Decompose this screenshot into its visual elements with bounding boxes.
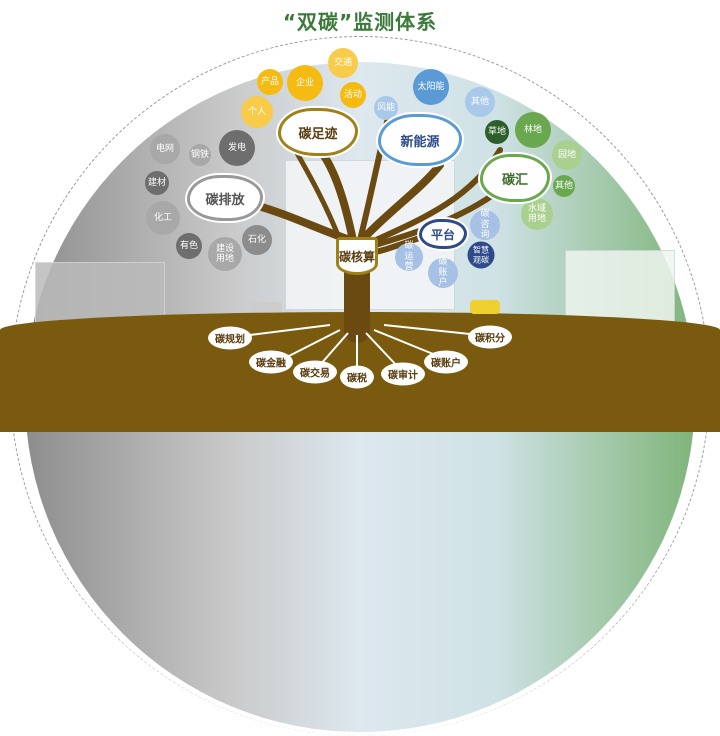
taxi bbox=[470, 300, 500, 314]
root-tax: 碳税 bbox=[340, 365, 374, 389]
node-enterprise: 企业 bbox=[287, 65, 323, 101]
node-chemical: 化工 bbox=[146, 201, 180, 235]
root-planning: 碳规划 bbox=[208, 326, 252, 350]
node-account: 碳账户 bbox=[428, 257, 458, 288]
cloud-emission: 碳排放 bbox=[187, 175, 263, 221]
cloud-new-energy: 新能源 bbox=[378, 114, 462, 166]
node-building-material: 建材 bbox=[145, 171, 169, 195]
root-account: 碳账户 bbox=[424, 350, 468, 374]
branch bbox=[358, 161, 444, 244]
node-construction-land: 建设用地 bbox=[208, 237, 242, 271]
dashboard-screenshot-right bbox=[565, 250, 675, 325]
root-lines bbox=[249, 324, 471, 370]
root-points: 碳积分 bbox=[468, 325, 512, 349]
node-grid: 电网 bbox=[150, 134, 180, 164]
car bbox=[250, 302, 282, 312]
root-trading: 碳交易 bbox=[293, 360, 337, 384]
node-consulting: 碳咨询 bbox=[470, 209, 500, 240]
node-traffic: 交通 bbox=[328, 48, 358, 78]
node-energy-other: 其他 bbox=[465, 87, 495, 117]
node-forest: 林地 bbox=[515, 112, 551, 148]
node-activity: 活动 bbox=[340, 82, 366, 108]
node-wind: 风能 bbox=[374, 96, 398, 120]
core-accounting: 碳核算 bbox=[336, 237, 378, 275]
branch bbox=[316, 146, 359, 254]
node-smart-observe: 智慧观碳 bbox=[467, 241, 495, 269]
node-solar: 太阳能 bbox=[413, 69, 449, 105]
node-product: 产品 bbox=[257, 69, 283, 95]
node-power: 发电 bbox=[219, 130, 255, 166]
node-individual: 个人 bbox=[241, 96, 273, 128]
node-petrochemical: 石化 bbox=[242, 225, 272, 255]
node-operation: 碳运营 bbox=[395, 241, 423, 272]
node-nonferrous: 有色 bbox=[176, 233, 202, 259]
cloud-platform: 平台 bbox=[419, 219, 467, 249]
node-sink-other: 其他 bbox=[553, 175, 575, 197]
cloud-footprint: 碳足迹 bbox=[278, 108, 358, 156]
root-finance: 碳金融 bbox=[249, 350, 293, 374]
node-grassland: 草地 bbox=[485, 120, 509, 144]
node-garden: 园地 bbox=[552, 140, 582, 170]
node-water: 水域用地 bbox=[521, 198, 553, 230]
node-steel: 钢铁 bbox=[189, 144, 211, 166]
tree bbox=[249, 115, 503, 370]
page-title: “双碳”监测体系 bbox=[282, 10, 438, 34]
root-audit: 碳审计 bbox=[381, 362, 425, 386]
cloud-sink: 碳汇 bbox=[480, 154, 550, 202]
